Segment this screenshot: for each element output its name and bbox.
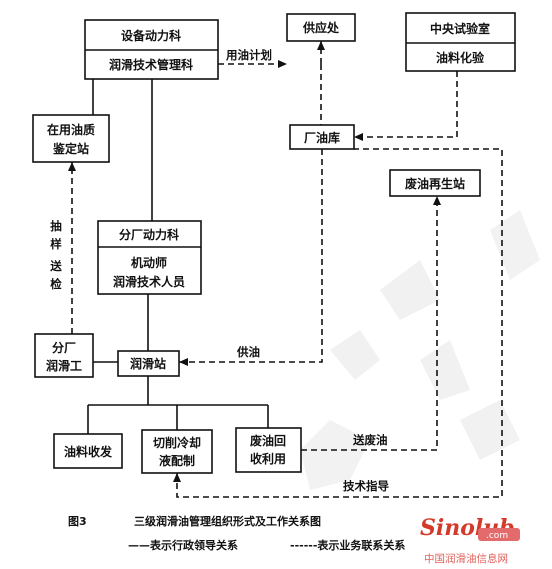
- waste-oil-regen-box: [389, 169, 481, 197]
- figure-number: 图3: [68, 515, 87, 528]
- legend-dashed: ------表示业务联系关系: [290, 538, 405, 552]
- oil-chem-test-label: 油料化验: [436, 50, 485, 65]
- send-waste-oil-label: 送废油: [352, 433, 388, 447]
- plant-depot-label: 厂油库: [304, 130, 340, 145]
- sample-test-label-3: 送: [49, 259, 62, 273]
- cutting-fluid-label-2: 液配制: [159, 453, 195, 468]
- supply-dept-label: 供应处: [302, 20, 340, 35]
- tech-guidance-label: 技术指导: [343, 479, 389, 493]
- branch-lube-worker-label-1: 分厂: [52, 340, 76, 355]
- figure-title: 三级润滑油管理组织形式及工作关系图: [134, 514, 321, 528]
- sinolub-watermark: Sinolub .com 中国润滑油信息网: [420, 515, 520, 565]
- sample-test-label-2: 样: [50, 237, 62, 251]
- central-lab-box: [405, 12, 516, 72]
- branch-lube-worker-box: [34, 333, 94, 378]
- central-lab-label: 中央试验室: [430, 21, 490, 36]
- legend-solid: ——表示行政领导关系: [128, 538, 238, 552]
- oil-quality-station-box: [32, 114, 110, 163]
- lube-station-label: 润滑站: [130, 356, 166, 371]
- oil-supply-label: 供油: [236, 345, 260, 359]
- branch-dept-label: 分厂动力科: [119, 227, 179, 242]
- equipment-dept-label: 设备动力科: [121, 28, 181, 43]
- sample-test-label-1: 抽: [50, 219, 62, 233]
- watermark-domain: .com: [486, 531, 508, 541]
- waste-oil-recovery-label-2: 收利用: [250, 451, 286, 466]
- branch-lube-worker-label-2: 润滑工: [46, 358, 82, 373]
- waste-oil-regen-label: 废油再生站: [405, 176, 465, 191]
- oil-quality-station-label-1: 在用油质: [47, 122, 95, 137]
- oil-dispense-label: 油料收发: [64, 444, 113, 459]
- sample-test-label-4: 检: [50, 277, 62, 291]
- lube-tech-staff-label: 润滑技术人员: [113, 274, 185, 289]
- oil-plan-label: 用油计划: [225, 48, 272, 62]
- waste-oil-recovery-label-1: 废油回: [250, 433, 286, 448]
- oil-quality-station-label-2: 鉴定站: [52, 141, 89, 156]
- cutting-fluid-label-1: 切削冷却: [153, 435, 201, 450]
- background-watermark: [300, 210, 540, 490]
- watermark-site: 中国润滑油信息网: [424, 552, 508, 565]
- mechanic-label: 机动师: [131, 255, 167, 270]
- branch-dept-box: [97, 220, 202, 295]
- lube-tech-mgmt-label: 润滑技术管理科: [109, 57, 193, 72]
